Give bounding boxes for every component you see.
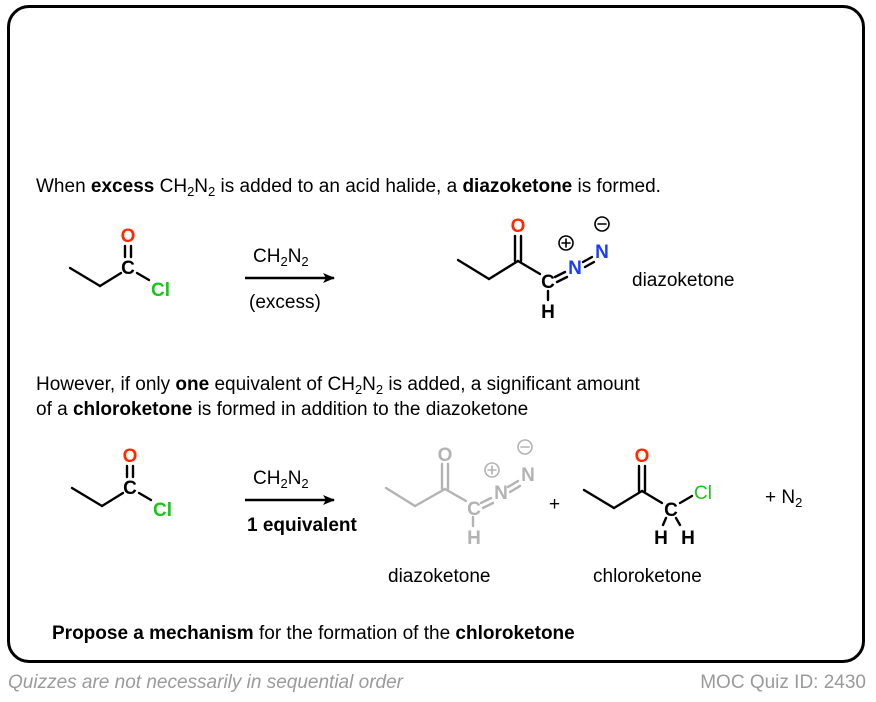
atom-chlorine: Cl bbox=[694, 483, 712, 504]
atom-carbon: C bbox=[664, 500, 678, 521]
bond bbox=[413, 487, 447, 508]
positive-charge-circle bbox=[484, 462, 500, 478]
bond bbox=[487, 259, 520, 281]
acid-chloride-2 bbox=[70, 464, 153, 508]
atom-nitrogen: N bbox=[521, 465, 535, 486]
bond bbox=[481, 501, 495, 510]
plus-n2: + N2 bbox=[765, 487, 803, 510]
bond bbox=[555, 275, 569, 284]
bond bbox=[100, 491, 125, 508]
bond bbox=[582, 488, 616, 510]
atom-oxygen: O bbox=[438, 445, 453, 466]
bond bbox=[553, 270, 567, 279]
bond bbox=[640, 489, 664, 505]
bond bbox=[678, 494, 694, 505]
bond bbox=[508, 484, 522, 494]
middle-text-line1: However, if only one equivalent of CH2N2… bbox=[36, 374, 640, 397]
plus-sign-1: + bbox=[549, 494, 561, 515]
bond bbox=[137, 491, 153, 502]
bond bbox=[661, 516, 668, 527]
atom-hydrogen: H bbox=[654, 528, 668, 549]
bond bbox=[583, 260, 596, 269]
atom-hydrogen: H bbox=[541, 302, 555, 323]
negative-charge-circle bbox=[594, 216, 610, 232]
bond bbox=[612, 489, 644, 510]
diazoketone-2-faded bbox=[384, 439, 533, 528]
question-text: Propose a mechanism for the formation of… bbox=[52, 623, 575, 644]
bond bbox=[443, 487, 468, 503]
atom-chlorine: Cl bbox=[151, 280, 170, 301]
bond bbox=[68, 266, 102, 288]
acid-chloride-1 bbox=[68, 244, 151, 288]
bond bbox=[581, 255, 594, 264]
bond bbox=[384, 486, 417, 508]
bond bbox=[479, 496, 493, 505]
atom-nitrogen: N bbox=[595, 242, 609, 263]
atom-carbon: C bbox=[467, 499, 481, 520]
atom-carbon: C bbox=[541, 272, 555, 293]
atom-nitrogen: N bbox=[568, 258, 582, 279]
negative-charge-circle bbox=[517, 439, 533, 455]
bond bbox=[135, 271, 151, 282]
reaction1-reagent: CH2N2 bbox=[253, 246, 309, 269]
reaction1-condition: (excess) bbox=[249, 292, 321, 313]
reaction2-reagent: CH2N2 bbox=[253, 468, 309, 491]
bond bbox=[674, 516, 682, 527]
diazoketone-1 bbox=[456, 216, 610, 302]
atom-oxygen: O bbox=[121, 226, 136, 247]
quiz-frame bbox=[7, 5, 865, 663]
atom-carbon: C bbox=[121, 258, 135, 279]
atom-oxygen: O bbox=[511, 216, 526, 237]
chloroketone-label: chloroketone bbox=[593, 566, 702, 587]
atom-oxygen: O bbox=[123, 446, 138, 467]
positive-charge-circle bbox=[558, 235, 574, 251]
atom-nitrogen: N bbox=[494, 483, 508, 504]
atom-hydrogen: H bbox=[467, 528, 481, 549]
bond bbox=[516, 259, 542, 276]
atom-hydrogen: H bbox=[681, 528, 695, 549]
diazoketone-label-2: diazoketone bbox=[388, 566, 491, 587]
footer-note: Quizzes are not necessarily in sequentia… bbox=[8, 672, 403, 693]
atom-oxygen: O bbox=[635, 446, 650, 467]
bond bbox=[98, 271, 123, 288]
intro-text: When excess CH2N2 is added to an acid ha… bbox=[36, 176, 661, 199]
quiz-id: MOC Quiz ID: 2430 bbox=[700, 672, 866, 693]
bond bbox=[506, 479, 520, 489]
bond bbox=[456, 258, 491, 281]
diazoketone-label-1: diazoketone bbox=[632, 270, 735, 291]
atom-chlorine: Cl bbox=[153, 500, 172, 521]
chloroketone bbox=[582, 464, 694, 527]
bond bbox=[70, 486, 104, 508]
atom-carbon: C bbox=[123, 478, 137, 499]
middle-text-line2: of a chloroketone is formed in addition … bbox=[36, 399, 529, 420]
reaction2-condition: 1 equivalent bbox=[247, 515, 357, 536]
